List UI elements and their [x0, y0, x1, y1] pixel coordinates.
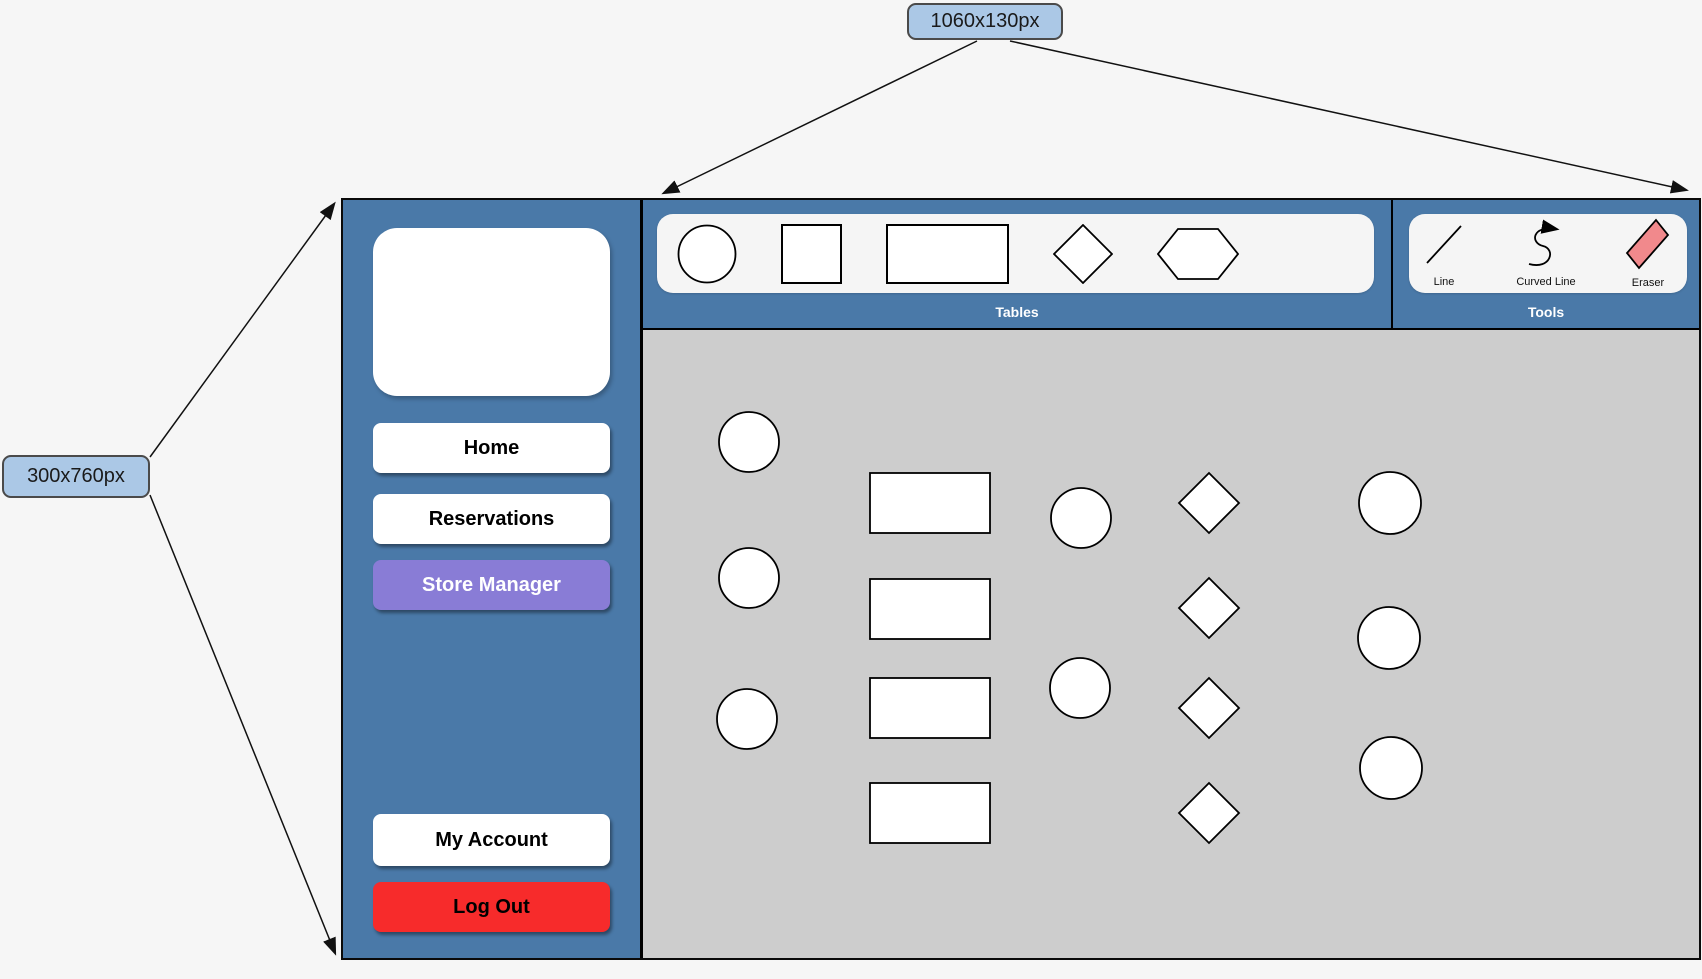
sidebar-size-arrow-top	[149, 201, 336, 458]
diamond-table-tool[interactable]	[1052, 223, 1114, 284]
eraser-icon	[1625, 218, 1671, 275]
canvas-table-circle[interactable]	[716, 688, 778, 750]
table-shape-palette	[657, 214, 1374, 293]
canvas-table-rect[interactable]	[869, 782, 991, 844]
tools-section: Line Curved Line Eraser Tools	[1393, 200, 1699, 328]
my-account-button[interactable]: My Account	[373, 814, 610, 866]
hexagon-table-tool[interactable]	[1156, 227, 1240, 280]
drawing-tool-palette: Line Curved Line Eraser	[1409, 214, 1687, 293]
app-window: Home Reservations Store Manager My Accou…	[341, 198, 1701, 960]
home-button[interactable]: Home	[373, 423, 610, 473]
canvas-table-circle[interactable]	[718, 411, 780, 473]
canvas-table-diamond[interactable]	[1177, 781, 1241, 845]
canvas-table-diamond[interactable]	[1177, 576, 1241, 640]
canvas-table-circle[interactable]	[1049, 657, 1111, 719]
toolbar-size-arrow-left	[661, 40, 978, 195]
sidebar-dimension-label: 300x760px	[2, 455, 150, 498]
canvas-table-rect[interactable]	[869, 677, 991, 739]
line-icon	[1421, 219, 1467, 274]
store-manager-button[interactable]: Store Manager	[373, 560, 610, 610]
canvas-table-circle[interactable]	[1358, 471, 1422, 535]
floorplan-canvas[interactable]	[643, 330, 1699, 958]
curved-line-icon	[1523, 219, 1569, 274]
log-out-button[interactable]: Log Out	[373, 882, 610, 932]
tools-section-title: Tools	[1527, 304, 1565, 320]
toolbar-size-arrow-right	[1009, 40, 1689, 194]
canvas-table-rect[interactable]	[869, 472, 991, 534]
canvas-table-circle[interactable]	[718, 547, 780, 609]
tool-label: Curved Line	[1516, 276, 1576, 288]
circle-table-tool[interactable]	[677, 224, 737, 284]
tables-section: Tables	[643, 200, 1393, 328]
eraser-tool[interactable]: Eraser	[1625, 218, 1671, 289]
main-area: Tables Line Curved Line Eraser Tools	[643, 200, 1699, 958]
square-table-tool[interactable]	[781, 223, 842, 284]
rectangle-table-tool[interactable]	[886, 223, 1009, 284]
tool-label: Line	[1433, 276, 1455, 288]
canvas-table-circle[interactable]	[1050, 487, 1112, 549]
tables-section-title: Tables	[995, 304, 1039, 320]
logo-placeholder	[373, 228, 610, 396]
curved-line-tool[interactable]: Curved Line	[1516, 219, 1576, 288]
canvas-table-diamond[interactable]	[1177, 471, 1241, 535]
toolbar: Tables Line Curved Line Eraser Tools	[643, 200, 1699, 330]
tool-label: Eraser	[1631, 277, 1665, 289]
toolbar-dimension-label: 1060x130px	[907, 3, 1063, 40]
sidebar: Home Reservations Store Manager My Accou…	[343, 200, 643, 958]
canvas-table-circle[interactable]	[1357, 606, 1421, 670]
canvas-table-rect[interactable]	[869, 578, 991, 640]
canvas-table-circle[interactable]	[1359, 736, 1423, 800]
canvas-shapes-layer	[716, 411, 1423, 845]
reservations-button[interactable]: Reservations	[373, 494, 610, 544]
canvas-table-diamond[interactable]	[1177, 676, 1241, 740]
line-tool[interactable]: Line	[1421, 219, 1467, 288]
sidebar-size-arrow-bottom	[149, 494, 337, 956]
